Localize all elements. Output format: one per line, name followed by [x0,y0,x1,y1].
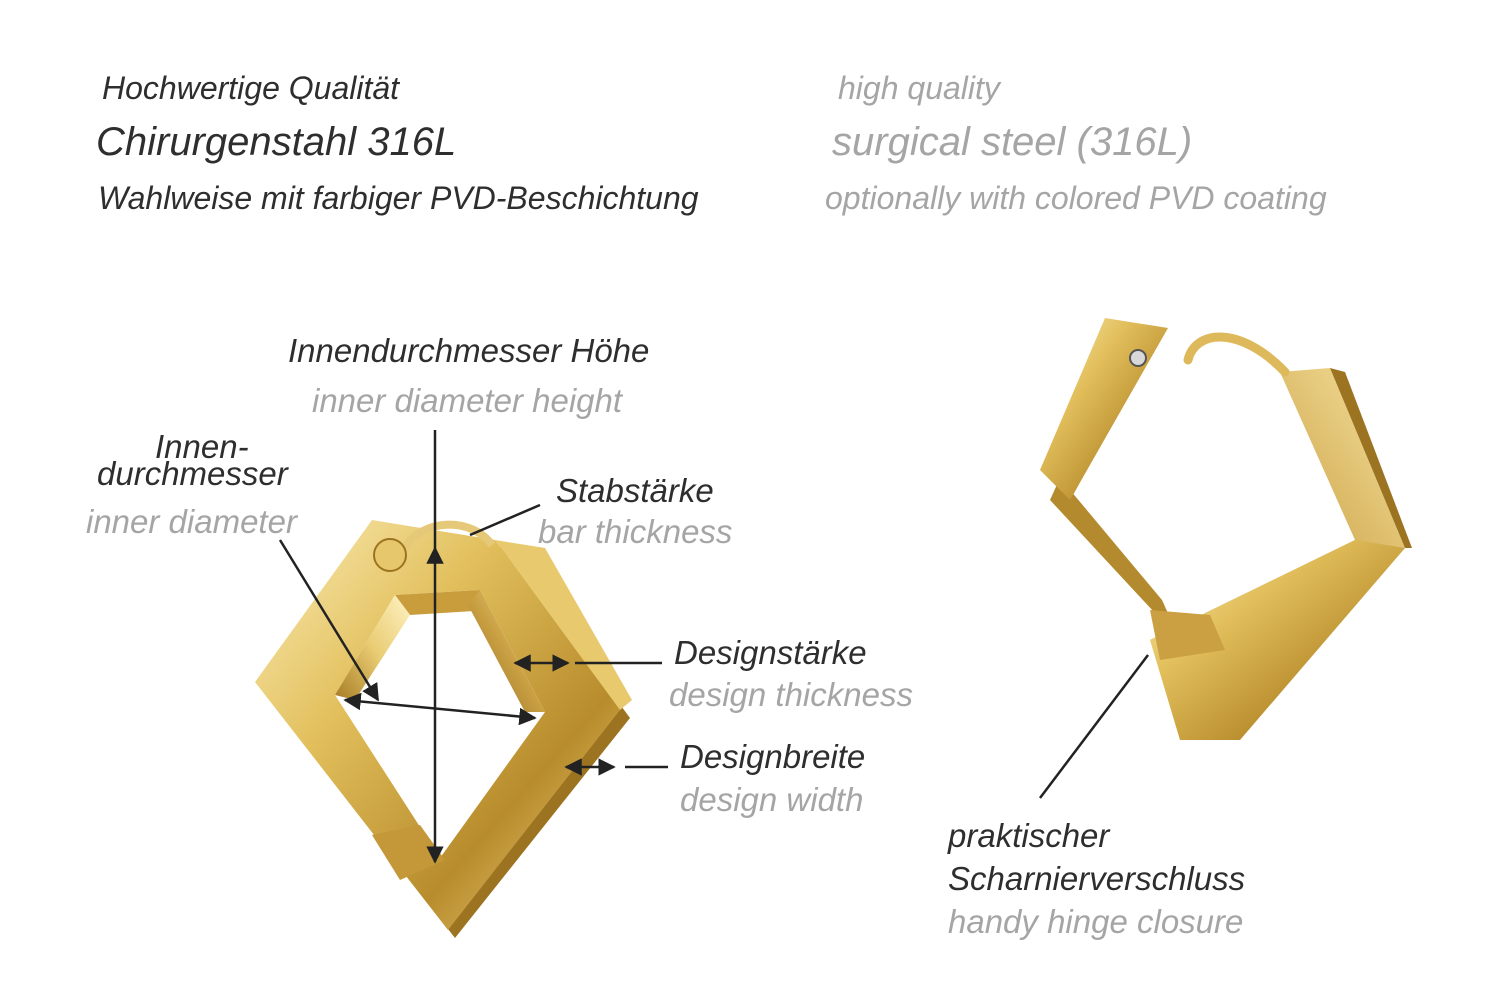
inner-diameter-arrow [343,692,537,726]
hinge-label-de-2: Scharnierverschluss [948,860,1246,897]
annotation-lines [278,430,1149,864]
bar-thickness-pointer [469,503,541,537]
steel-title-de: Chirurgenstahl 316L [96,120,457,164]
earring-front-view [255,520,632,938]
hinge-label-en: handy hinge closure [948,903,1244,940]
hinge-pointer [1039,654,1149,799]
inner-diameter-pointer [278,539,380,702]
inner-diameter-label-en: inner diameter [86,503,297,540]
design-width-label-de: Designbreite [680,738,866,775]
quality-title-de: Hochwertige Qualität [102,70,400,106]
design-thickness-label-en: design thickness [669,676,913,713]
bar-thickness-label-de: Stabstärke [556,472,714,509]
design-width-label-en: design width [680,781,864,818]
coating-title-en: optionally with colored PVD coating [825,180,1327,216]
design-thickness-label-de: Designstärke [674,634,867,671]
inner-height-label-de: Innendurchmesser Höhe [288,332,650,369]
earring-side-view [1040,318,1412,740]
inner-height-label-en: inner diameter height [312,382,623,419]
inner-diameter-label-de-1: Innen- [155,428,249,465]
inner-diameter-label-de-2: durchmesser [97,455,288,492]
quality-title-en: high quality [838,70,1000,106]
bar-thickness-label-en: bar thickness [538,513,733,550]
hinge-label-de-1: praktischer [948,817,1110,854]
coating-title-de: Wahlweise mit farbiger PVD-Beschichtung [98,180,699,216]
steel-title-en: surgical steel (316L) [832,120,1193,164]
